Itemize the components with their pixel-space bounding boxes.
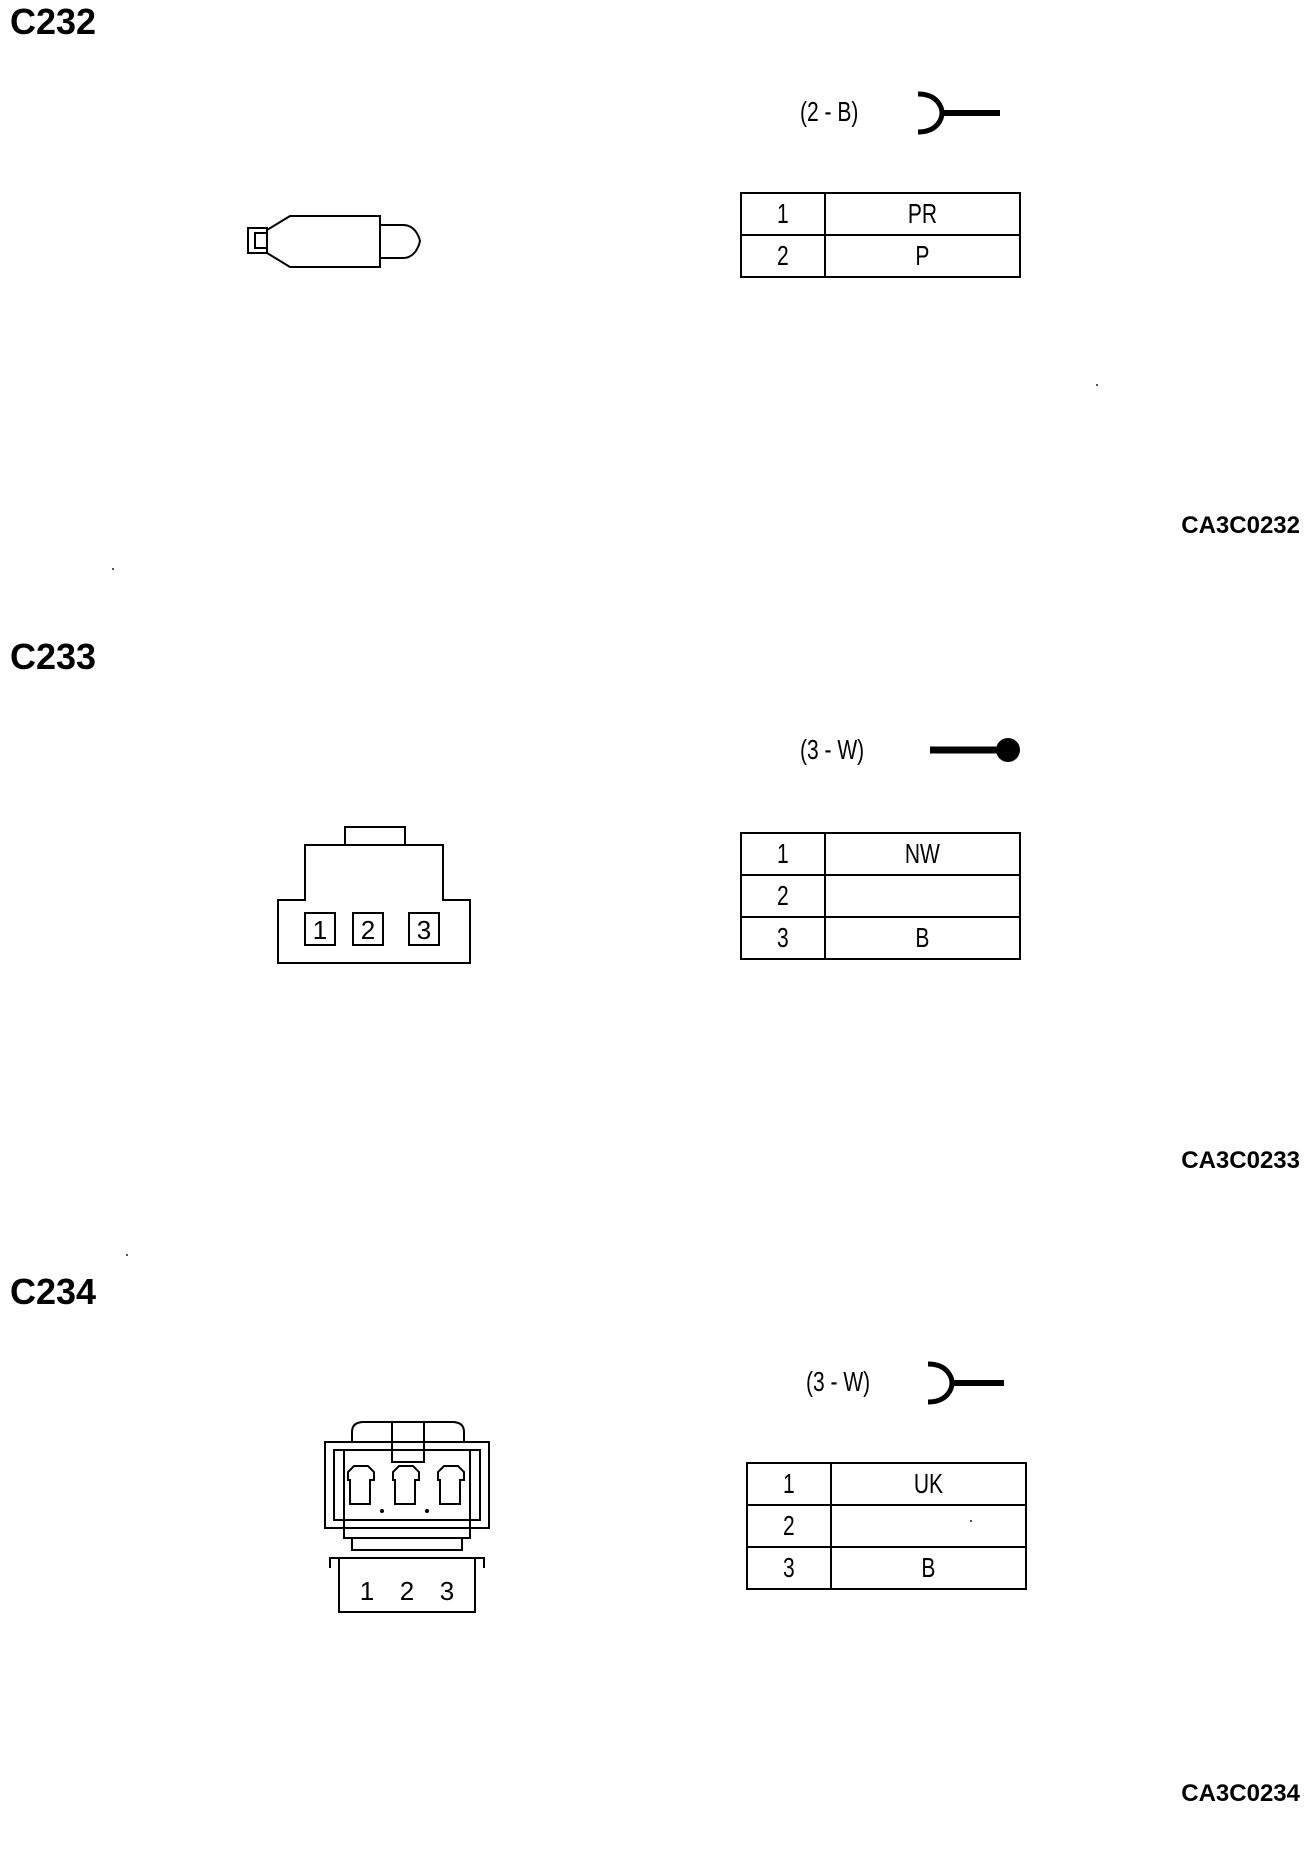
face-pin-label: 1 [360, 1576, 374, 1606]
connector-type-label: (2 - B) [800, 96, 859, 127]
scan-speck [112, 568, 114, 570]
scan-speck [970, 1520, 972, 1522]
pin-number: 2 [777, 240, 789, 271]
pin-number: 3 [777, 922, 789, 953]
pin-number: 1 [777, 198, 789, 229]
table-row: 3 B [746, 1546, 1027, 1590]
connector-type-label: (3 - W) [800, 734, 865, 765]
wire-color: PR [907, 198, 938, 229]
pin-terminal-icon [930, 738, 1020, 762]
pin-color-table: 1 UK 2 3 B [746, 1462, 1027, 1590]
table-row: 1 PR [740, 192, 1021, 236]
table-row: 1 NW [740, 832, 1021, 876]
pin-number: 1 [783, 1468, 795, 1499]
face-pin-label: 3 [417, 915, 431, 945]
pin-number: 2 [777, 880, 789, 911]
connector-id: C232 [10, 1, 97, 42]
connector-section-c232: C232 (2 - B) 1 PR 2 P CA3C0232 [0, 0, 1312, 600]
face-pin-label: 1 [313, 915, 327, 945]
scan-speck [1096, 384, 1098, 386]
connector-section-c233: C233 (3 - W) 1 NW 2 3 B 1 2 3 CA3C0233 [0, 635, 1312, 1235]
table-row: 2 P [740, 234, 1021, 278]
wire-color: B [915, 922, 930, 953]
wire-color: P [915, 240, 930, 271]
pin-color-table: 1 PR 2 P [740, 192, 1021, 278]
wire-color: UK [913, 1468, 944, 1499]
table-row: 2 [746, 1504, 1027, 1548]
fork-terminal-icon [917, 91, 1000, 135]
pin-color-table: 1 NW 2 3 B [740, 832, 1021, 960]
face-pin-label: 2 [400, 1576, 414, 1606]
connector-face-drawing: 1 2 3 [324, 1421, 490, 1613]
connector-id: C234 [10, 1271, 97, 1312]
reference-code: CA3C0232 [1181, 512, 1300, 539]
pin-number: 3 [783, 1552, 795, 1583]
fork-terminal-icon [927, 1361, 1004, 1405]
pin-number: 2 [783, 1510, 795, 1541]
connector-id: C233 [10, 636, 97, 677]
face-pin-label: 2 [361, 915, 375, 945]
face-pin-label: 3 [440, 1576, 454, 1606]
connector-face-drawing: 1 2 3 [277, 826, 471, 964]
bulb-connector-drawing [247, 215, 422, 268]
scan-speck [126, 1254, 128, 1256]
table-row: 1 UK [746, 1462, 1027, 1506]
table-row: 3 B [740, 916, 1021, 960]
reference-code: CA3C0234 [1181, 1780, 1300, 1807]
pin-number: 1 [777, 838, 789, 869]
reference-code: CA3C0233 [1181, 1147, 1300, 1174]
connector-section-c234: C234 (3 - W) 1 UK 2 3 B [0, 1270, 1312, 1870]
wire-color: B [921, 1552, 936, 1583]
table-row: 2 [740, 874, 1021, 918]
wire-color: NW [905, 838, 940, 869]
connector-type-label: (3 - W) [806, 1366, 871, 1397]
